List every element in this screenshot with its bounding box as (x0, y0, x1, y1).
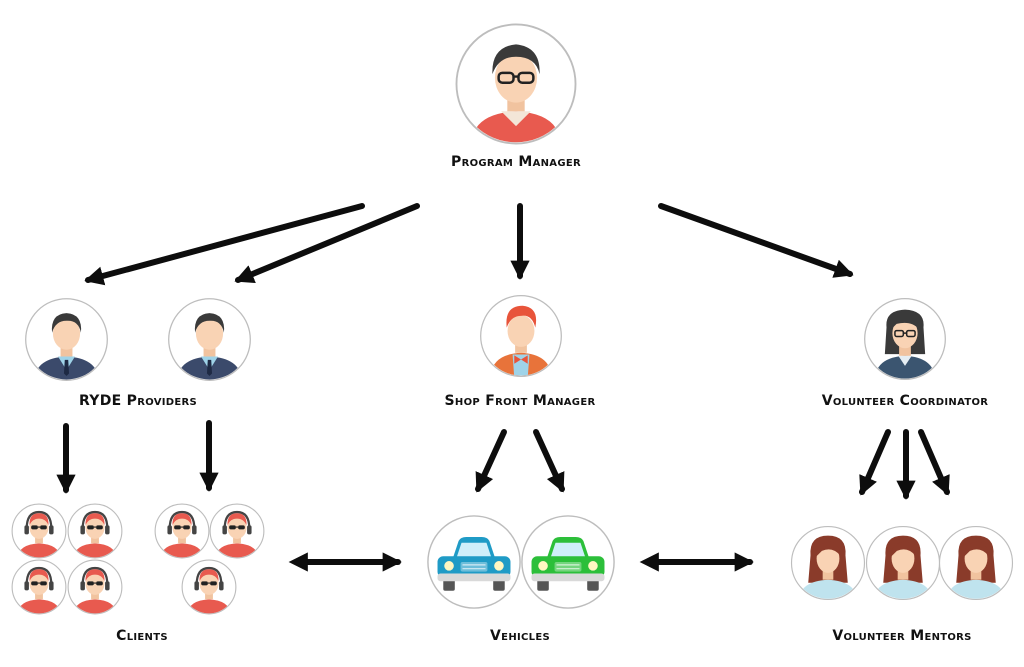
arrow-coord-to-mentor-1 (859, 429, 891, 496)
client-avatar (68, 504, 122, 559)
client-avatar (155, 504, 209, 559)
arrow-shop-to-vehicle-2 (533, 429, 565, 493)
clients-label: Clients (116, 628, 168, 644)
shop-front-manager-label: Shop Front Manager (444, 393, 596, 409)
program-manager-avatar (456, 24, 575, 146)
volunteer-mentors-label: Volunteer Mentors (832, 628, 972, 644)
client-avatar (12, 504, 66, 559)
arrow-pm-to-provider-1 (84, 203, 365, 286)
client-avatar (182, 560, 236, 615)
shop-front-manager-avatar (481, 296, 562, 378)
volunteer-coordinator-avatar (865, 299, 946, 381)
client-avatar (12, 560, 66, 615)
client-avatar (210, 504, 264, 559)
volunteer-coordinator-label: Volunteer Coordinator (821, 393, 989, 409)
program-manager-label: Program Manager (451, 154, 581, 170)
clients-group (12, 504, 264, 615)
ryde-providers-label: RYDE Providers (78, 393, 198, 409)
arrow-pm-to-volunteer-coordinator (658, 203, 854, 278)
vehicle-green-car-icon (521, 515, 615, 609)
mentor-avatar (867, 527, 940, 601)
arrows (56, 203, 950, 572)
mentor-avatar (792, 527, 865, 601)
ryde-provider-avatar-1 (26, 299, 108, 382)
client-avatar (68, 560, 122, 615)
arrow-pm-to-provider-2 (234, 203, 420, 284)
vehicles-label: Vehicles (490, 628, 550, 644)
ryde-provider-avatar-2 (169, 299, 251, 382)
mentor-avatar (940, 527, 1013, 601)
arrow-shop-to-vehicle-1 (475, 429, 507, 493)
mentors-group (792, 527, 1013, 601)
vehicles-group (427, 515, 615, 609)
vehicle-blue-car-icon (427, 515, 521, 609)
arrow-coord-to-mentor-3 (918, 429, 950, 496)
